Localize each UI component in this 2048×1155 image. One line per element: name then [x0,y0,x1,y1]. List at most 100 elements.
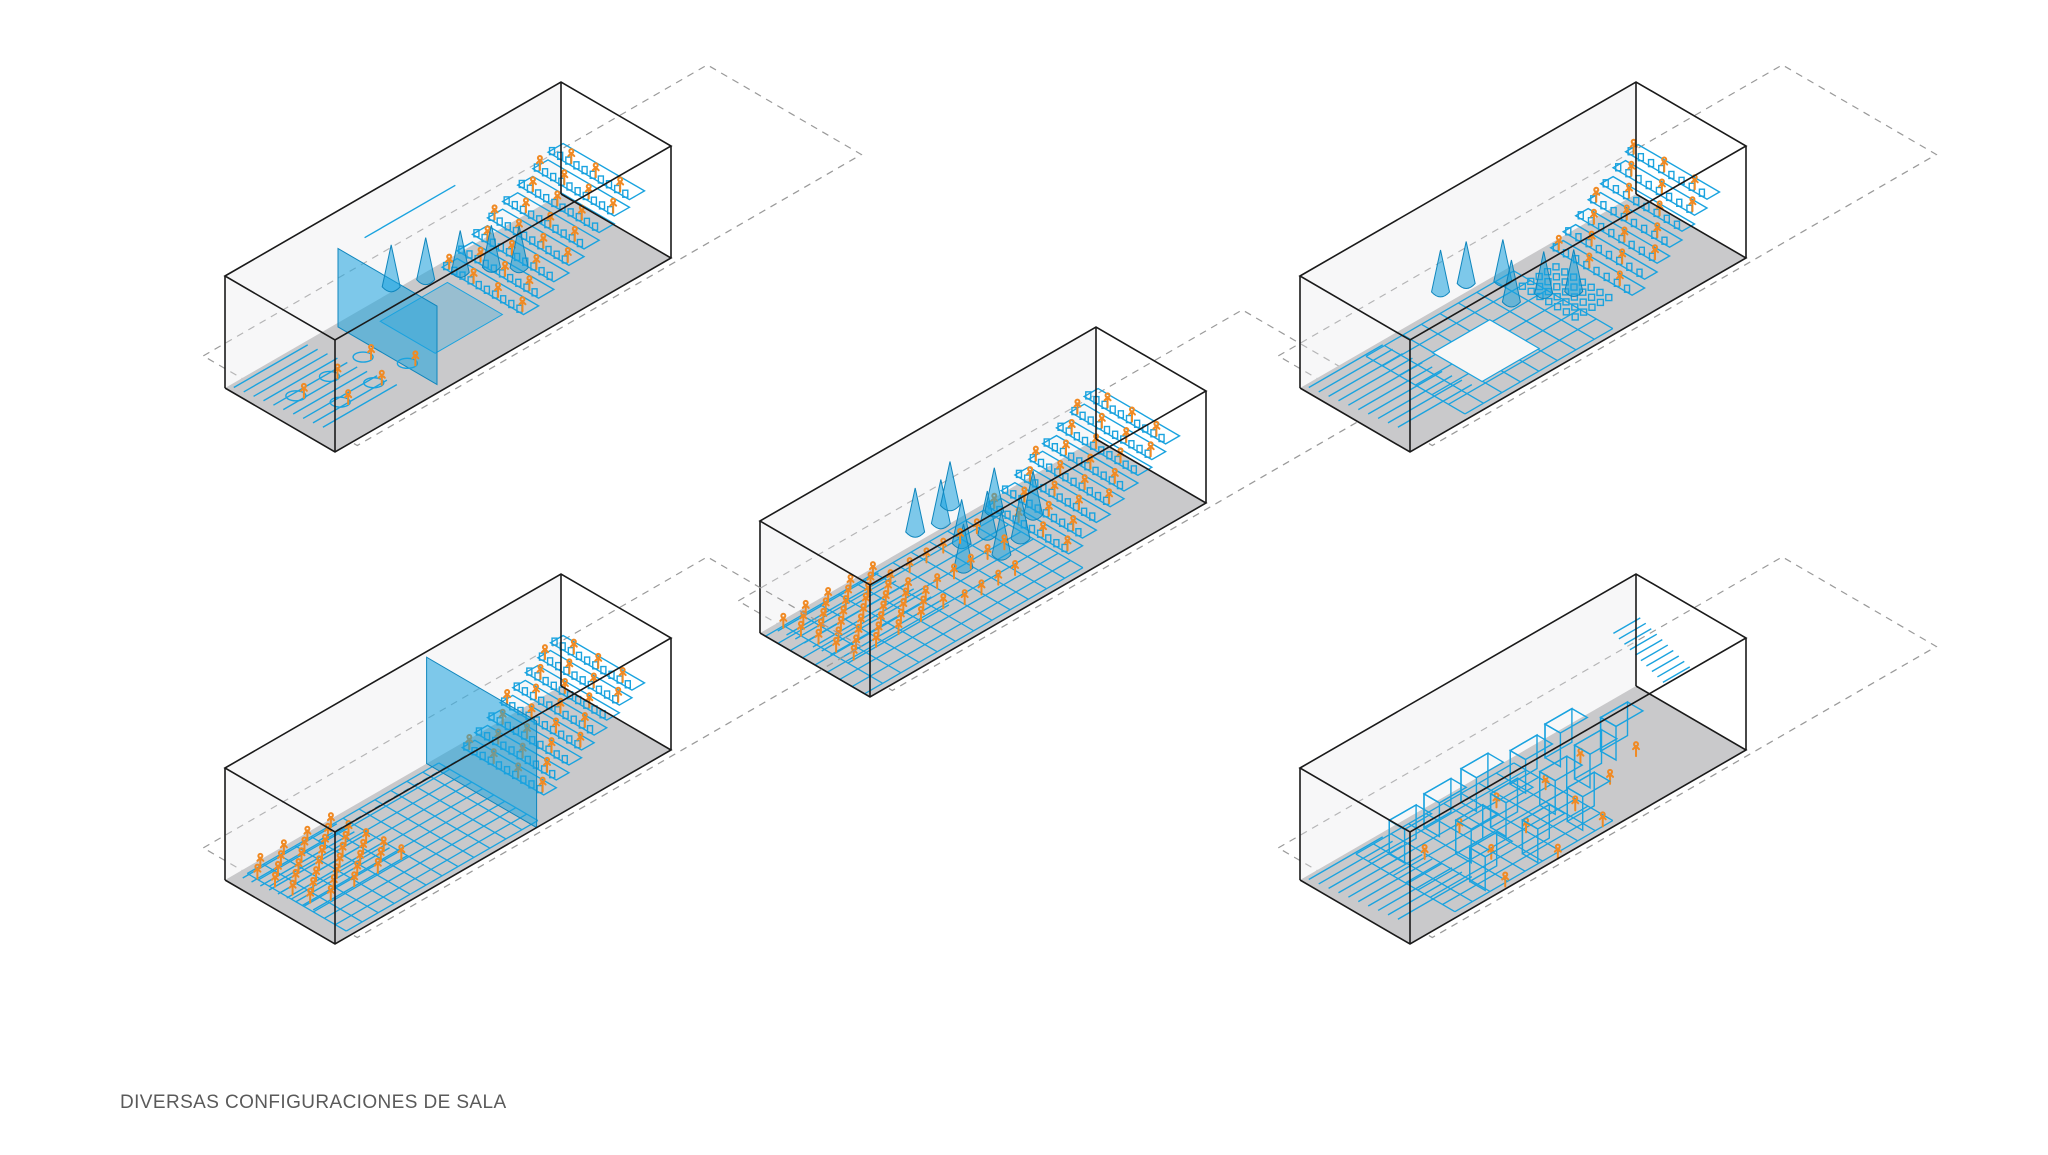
seat [1103,425,1111,435]
seat [556,151,564,161]
floor-grid-line [406,780,507,840]
person-icon [490,204,499,221]
person-icon [832,636,841,653]
person-icon [894,618,903,635]
booth-frame [1422,777,1468,804]
seating-row [1574,207,1671,265]
seat [566,735,573,744]
floor-grid-line [851,559,1071,688]
seat [499,295,507,304]
seat [1698,188,1706,197]
seating-row [516,175,616,234]
seat [483,285,491,294]
seat [586,724,594,734]
person-icon [377,369,386,386]
site-outline [1277,556,1938,939]
seat [1637,152,1645,162]
seat [1142,424,1149,433]
seat [562,710,569,720]
person-icon [960,589,969,606]
side-stair-step [1640,644,1669,662]
stair-step [263,357,338,402]
seating-row [501,191,601,250]
seat [1615,163,1622,172]
person-icon [1688,196,1697,213]
seat [603,690,611,699]
booth-frame [1459,752,1505,779]
person-icon [1620,226,1629,243]
booth-frame [1454,803,1500,831]
seating-row [1013,466,1112,524]
side-stair-step [1646,649,1674,667]
suspended-cone [381,244,401,293]
seat [1015,469,1023,479]
floor-grid-line [1448,318,1597,405]
seat [538,266,545,276]
seat [1092,466,1099,476]
person-icon [994,569,1003,586]
person-icon [1592,186,1601,203]
stair-step [282,366,358,411]
seating-row [549,634,646,691]
floor-grid-line [345,819,539,932]
site-outline [202,64,863,447]
person-icon [501,260,510,277]
person-icon [1625,182,1634,199]
seat [1064,498,1072,507]
seat [543,193,550,203]
person-icon [551,717,560,734]
booth-frame [1565,771,1611,798]
suspended-cone [1564,249,1584,298]
person-icon [411,350,420,367]
person-icon [540,644,549,661]
stair-step [292,370,368,415]
person-icon [1615,270,1624,287]
person-icon [469,267,478,284]
person-icon [532,683,541,700]
person-icon [796,620,805,637]
seat [1600,201,1607,210]
seat [1661,236,1668,245]
suspended-cone [940,461,960,512]
seat [1545,297,1553,306]
person-icon [1097,412,1106,429]
person-icon [1069,515,1078,531]
seating-row [1055,419,1154,477]
seating-row [999,481,1098,539]
seat [1136,444,1143,454]
person-icon [1632,741,1641,758]
booth-frame [1508,734,1554,761]
seat [591,222,599,231]
floor-grid-line [827,545,1047,673]
seat [1067,452,1075,461]
seat [560,229,567,238]
seat [1587,293,1596,301]
seat [1109,405,1116,414]
seat [1045,463,1053,472]
seat [1587,283,1595,292]
person-icon [1657,178,1666,195]
seating-row [536,649,634,706]
person-icon [594,652,603,669]
person-icon [1110,467,1119,484]
booth-frame [1573,728,1619,756]
person-icon [1606,768,1615,785]
floor-grid-line [1392,783,1552,877]
seat [508,299,515,309]
person-icon [1050,480,1059,497]
person-icon [560,169,569,186]
room-bottom-outline [1299,685,1748,945]
floor-grid-line [1367,769,1527,862]
lounge-seat [285,390,307,402]
side-stair-step [1635,639,1663,656]
person-icon [966,553,975,570]
seat [1561,268,1569,276]
stair-step [1367,862,1443,907]
back-wall [1300,574,1636,880]
seating-row [1082,387,1181,445]
floor-grid-line [1442,812,1601,906]
seat [531,288,538,297]
floor-grid-line [257,768,451,881]
seat [1075,528,1082,537]
floor-grid-line [374,799,475,858]
